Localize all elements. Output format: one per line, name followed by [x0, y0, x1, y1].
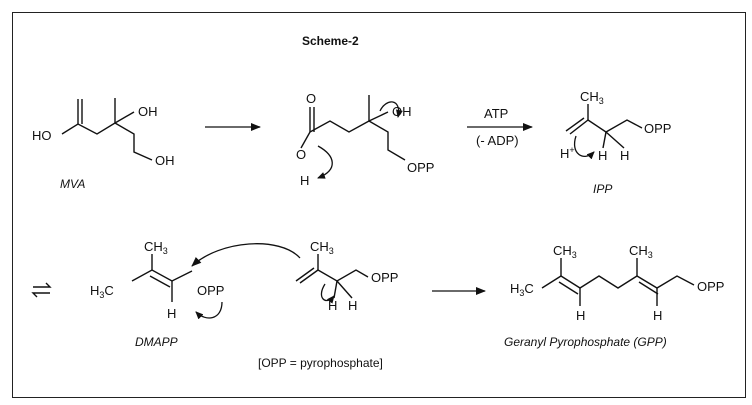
gpp-caption: Geranyl Pyrophosphate (GPP): [504, 335, 667, 349]
dmapp-h3c: H3C: [90, 283, 114, 300]
ipp2-h1-label: H: [328, 298, 337, 313]
reagent-adp: (- ADP): [476, 133, 519, 148]
mva-ho-label: HO: [32, 128, 52, 143]
gpp-ch3-b: CH3: [629, 243, 653, 260]
ipp2-h2-label: H: [348, 298, 357, 313]
gpp-structure: CH3 CH3 H3C H H OPP Geranyl Pyrophosphat…: [504, 243, 724, 349]
mva-phosphate-intermediate: O O H OH OPP: [296, 91, 434, 188]
gpp-ch3-a: CH3: [553, 243, 577, 260]
ipp-structure: CH3 H+ H H OPP IPP: [560, 89, 671, 196]
ipp2-ch3: CH3: [310, 239, 334, 256]
dmapp-structure: CH3 H3C H OPP DMAPP: [90, 239, 224, 349]
dmapp-ch3: CH3: [144, 239, 168, 256]
dmapp-curved-arrow: [195, 301, 223, 320]
ipp-curved-arrow: [573, 135, 595, 160]
mva-oh-bottom-label: OH: [155, 153, 175, 168]
mva-caption: MVA: [60, 177, 85, 191]
ipp-h2-label: H: [620, 148, 629, 163]
ipp2-curved-arrow: [320, 283, 335, 304]
dmapp-opp-label: OPP: [197, 283, 224, 298]
int-o-label: O: [306, 91, 316, 106]
int-opp-label: OPP: [407, 160, 434, 175]
mva-structure: HO OH OH MVA: [32, 98, 175, 191]
equilibrium-arrows: [31, 282, 52, 298]
ipp2-structure: CH3 H H OPP: [295, 239, 398, 313]
coupling-curved-arrow: [191, 243, 301, 267]
scheme-title: Scheme-2: [302, 34, 359, 48]
int-o2-label: O: [296, 147, 306, 162]
gpp-h1-label: H: [576, 308, 585, 323]
ipp-ch3-c: CH3: [580, 89, 604, 106]
ipp-opp-label: OPP: [644, 121, 671, 136]
opp-definition-note: [OPP = pyrophosphate]: [258, 356, 383, 370]
ipp-h1-label: H: [598, 148, 607, 163]
dmapp-h-label: H: [167, 306, 176, 321]
mva-oh-top-label: OH: [138, 104, 158, 119]
int-h-label: H: [300, 173, 309, 188]
int-curved-arrow-2: [379, 101, 403, 118]
ipp-hplus-label: H+: [560, 145, 575, 161]
ipp-caption: IPP: [593, 182, 612, 196]
gpp-h3c: H3C: [510, 281, 534, 298]
gpp-h2-label: H: [653, 308, 662, 323]
gpp-opp-label: OPP: [697, 279, 724, 294]
int-curved-arrow-1: [317, 145, 333, 179]
dmapp-caption: DMAPP: [135, 335, 178, 349]
reagent-atp: ATP: [484, 106, 508, 121]
int-oh-label: OH: [392, 104, 412, 119]
ipp2-opp-label: OPP: [371, 270, 398, 285]
